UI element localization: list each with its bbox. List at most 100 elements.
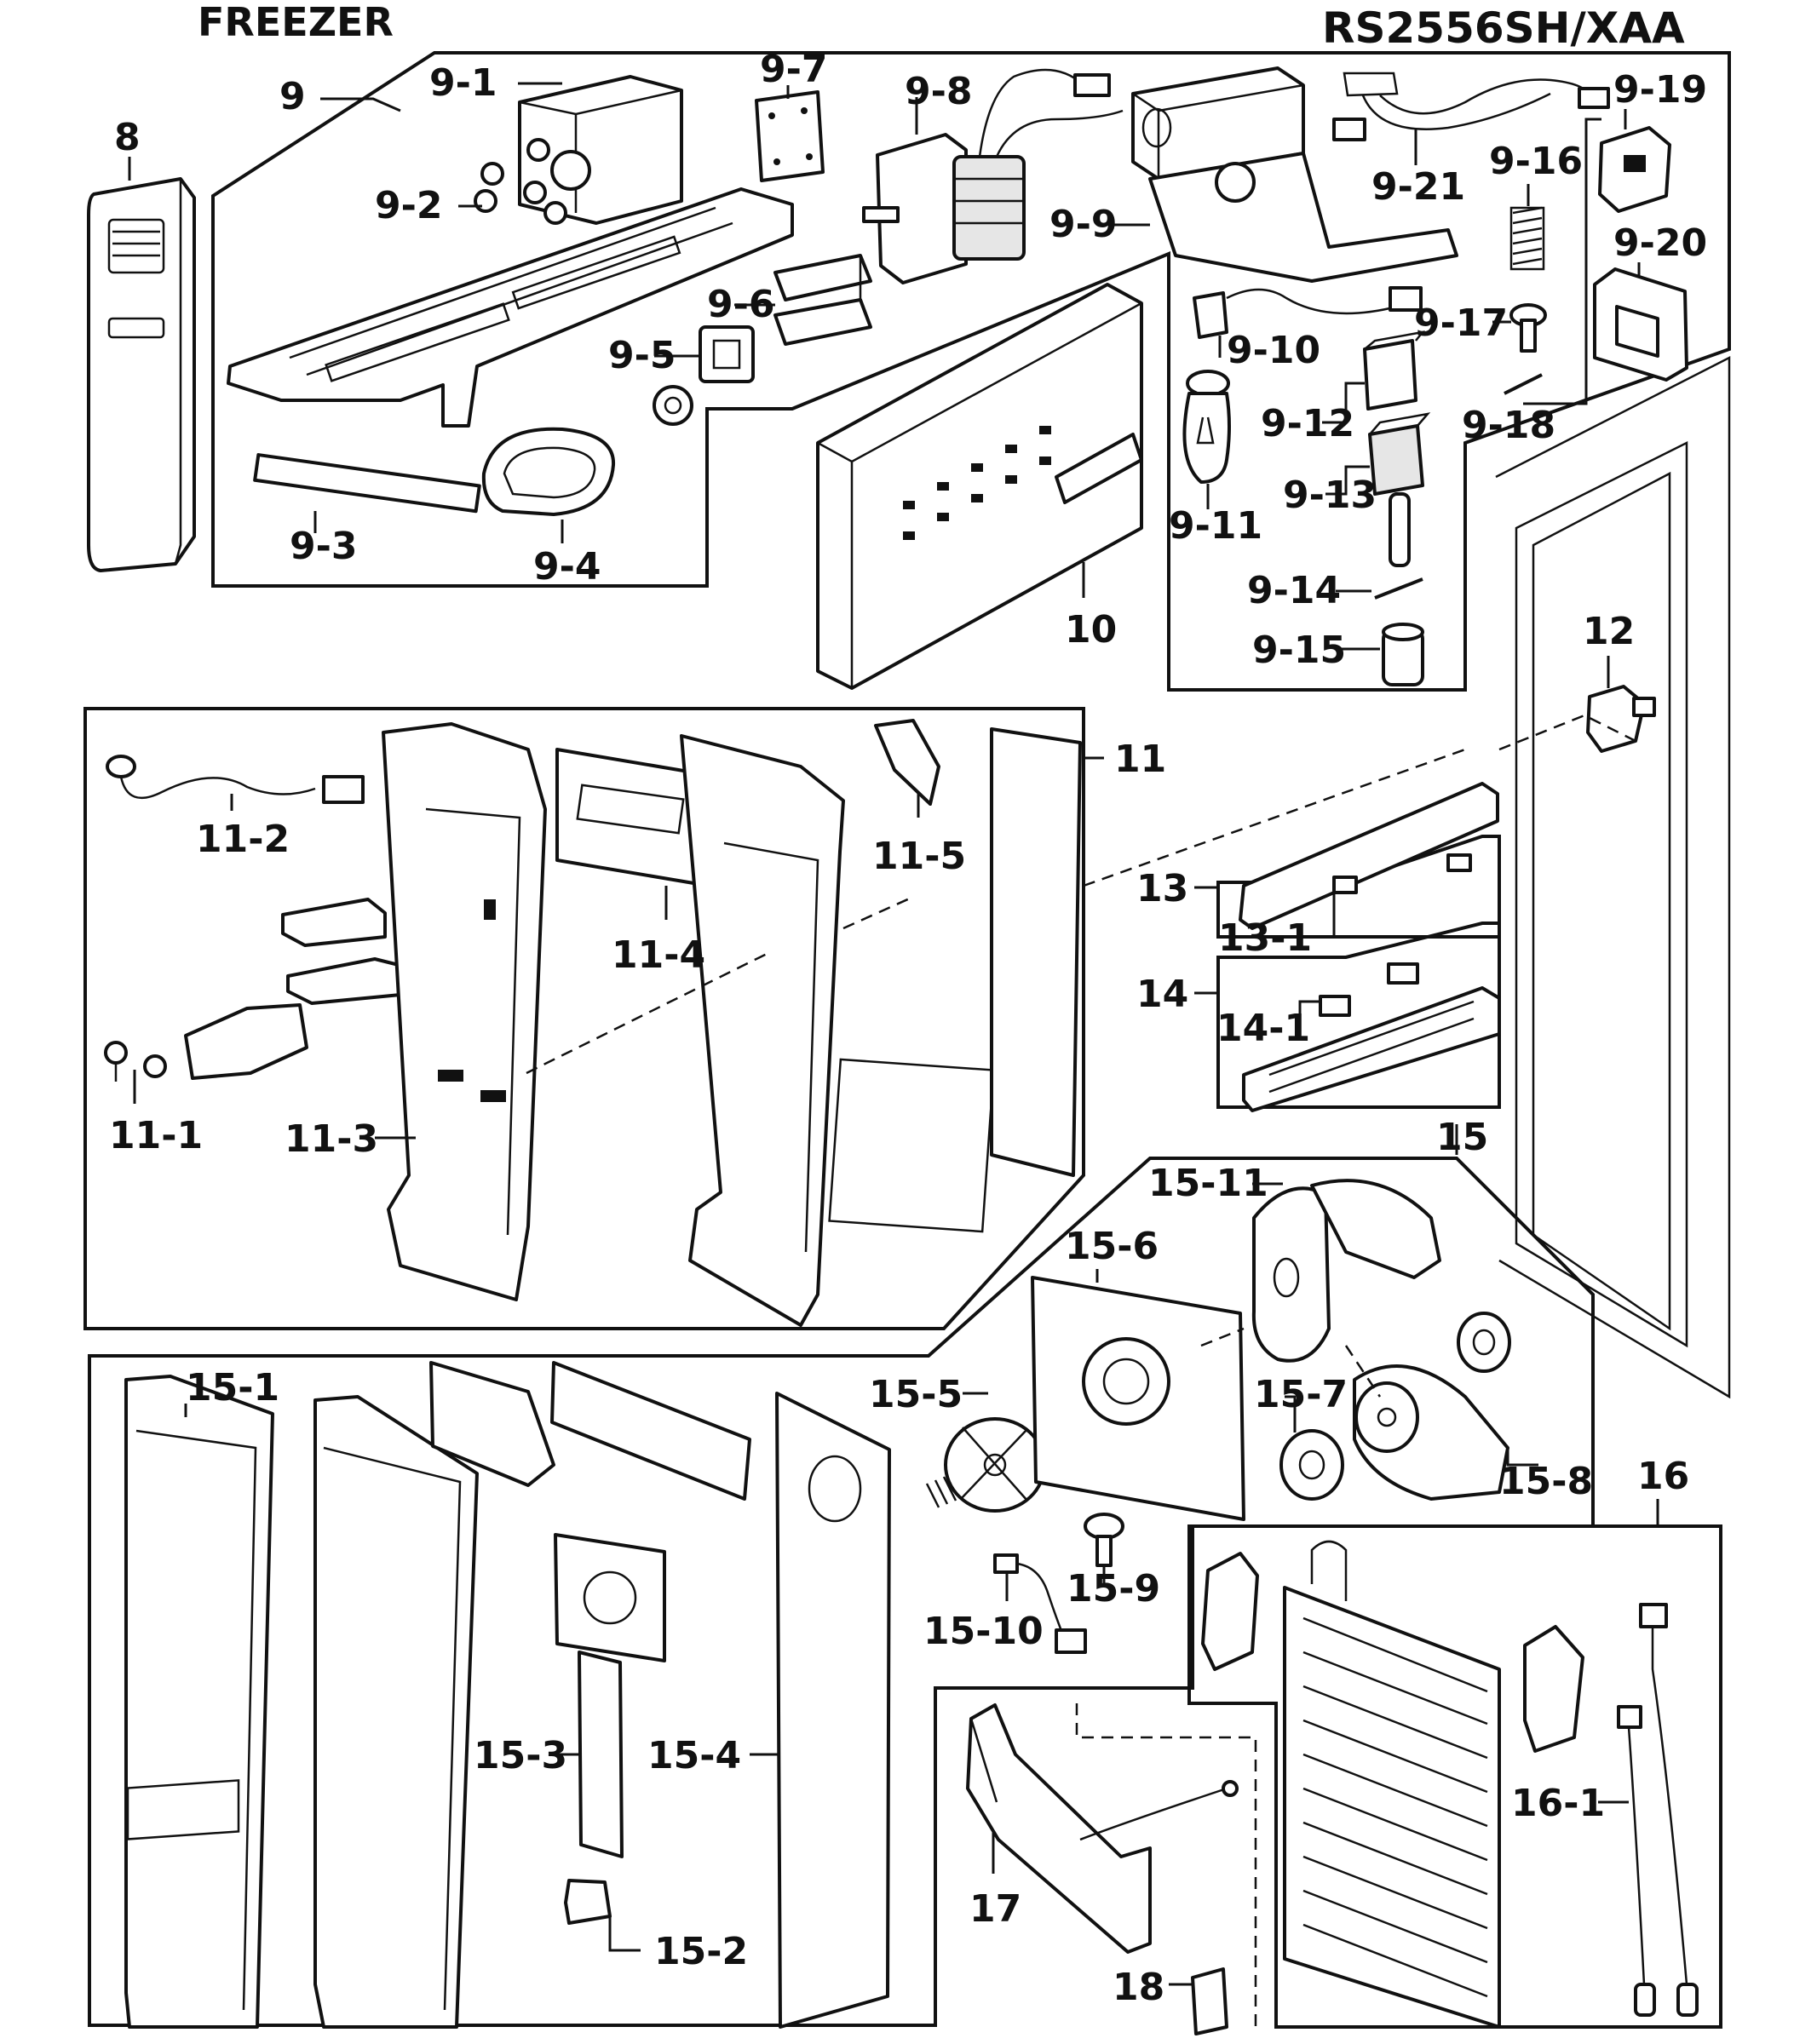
- label-13: 13: [1136, 867, 1188, 910]
- part-15-spring: [925, 1476, 957, 1508]
- part-9-7-plate: [755, 90, 825, 182]
- part-15-2-clip: [564, 1879, 612, 1925]
- part-9-18-pin: [1504, 373, 1543, 395]
- leader-15-7: [1285, 1395, 1297, 1433]
- label-16: 16: [1637, 1455, 1689, 1498]
- part-9-9-dispenser-housing: [1131, 66, 1458, 283]
- part-9-14-pin: [1374, 577, 1423, 600]
- part-9-17-plunger: [1509, 303, 1547, 353]
- leader-15-8: [1506, 1448, 1538, 1467]
- part-15-11-shroud: [1251, 1179, 1441, 1363]
- label-15-10: 15-10: [923, 1610, 1044, 1653]
- part-11-clip-c: [184, 1003, 308, 1080]
- part-16-thermostat: [1639, 1603, 1699, 2017]
- part-15-6-bracket: [1031, 1276, 1245, 1521]
- part-9-11-bulb: [1182, 370, 1231, 484]
- part-17-drain-pan: [966, 1703, 1239, 1954]
- leader-9: [320, 97, 401, 112]
- label-9-4: 9-4: [533, 545, 601, 589]
- model-number: RS2556SH/XAA: [1322, 3, 1685, 53]
- part-9-15-bushing: [1382, 623, 1424, 686]
- label-12: 12: [1583, 610, 1635, 653]
- label-15-11: 15-11: [1148, 1162, 1268, 1205]
- part-11-1-screws: [104, 1041, 167, 1082]
- label-15-9: 15-9: [1067, 1567, 1160, 1611]
- label-9-14: 9-14: [1247, 569, 1341, 612]
- leader-15-2: [608, 1916, 641, 1952]
- part-9-16-spring: [1509, 206, 1545, 271]
- label-9-11: 9-11: [1169, 504, 1262, 548]
- label-18: 18: [1113, 1966, 1164, 2009]
- part-13-door-switch-housing: [1216, 782, 1501, 939]
- label-9-8: 9-8: [905, 70, 973, 113]
- label-11-2: 11-2: [196, 818, 290, 861]
- part-11-clip-a: [281, 898, 387, 947]
- label-13-1: 13-1: [1218, 916, 1312, 960]
- label-14: 14: [1136, 973, 1188, 1016]
- group-16-frame: [1187, 1524, 1722, 2029]
- label-9-21: 9-21: [1371, 165, 1465, 209]
- label-15-4: 15-4: [647, 1734, 741, 1777]
- label-9-20: 9-20: [1613, 221, 1707, 265]
- part-15-4-plate: [775, 1392, 891, 2029]
- part-9-19-switch: [1598, 126, 1671, 213]
- label-9-16: 9-16: [1489, 140, 1583, 183]
- label-9-7: 9-7: [760, 48, 828, 91]
- group-15-frame: [88, 1157, 1595, 2027]
- part-8-front-cover: [87, 177, 196, 572]
- label-17: 17: [969, 1887, 1021, 1931]
- group-9-frame: [211, 51, 1731, 692]
- part-11-gasket: [990, 727, 1082, 1177]
- part-9-3-rail: [253, 453, 481, 514]
- label-9-12: 9-12: [1261, 402, 1354, 445]
- label-11-4: 11-4: [612, 933, 705, 977]
- part-11-3-duct: [382, 722, 547, 1301]
- part-16-evaporator: [1283, 1540, 1501, 2029]
- part-12-dash: [1498, 714, 1636, 751]
- label-15-6: 15-6: [1065, 1225, 1159, 1268]
- part-9-2-screws: [474, 138, 567, 225]
- label-11-1: 11-1: [109, 1114, 203, 1157]
- label-15-7: 15-7: [1254, 1373, 1348, 1416]
- label-9-2: 9-2: [375, 184, 443, 227]
- part-15-clip-a: [429, 1361, 555, 1487]
- label-14-1: 14-1: [1216, 1007, 1310, 1050]
- part-15-bracket: [550, 1361, 751, 1501]
- part-15-plate: [554, 1533, 666, 1662]
- label-15-3: 15-3: [474, 1734, 567, 1777]
- label-9-3: 9-3: [290, 525, 358, 568]
- leader-9-13: [1325, 465, 1370, 496]
- leader-14-1: [1298, 1000, 1320, 1027]
- label-9-6: 9-6: [707, 283, 775, 326]
- label-9-13: 9-13: [1283, 474, 1377, 517]
- part-17-dash: [1075, 1703, 1257, 2027]
- part-15-3-seal: [578, 1651, 624, 1858]
- group-11-frame: [83, 707, 1085, 1330]
- label-9-18: 9-18: [1462, 404, 1555, 447]
- part-9-12-solenoid: [1363, 330, 1426, 411]
- label-9-15: 9-15: [1252, 629, 1346, 672]
- label-9-9: 9-9: [1049, 203, 1118, 246]
- part-14-light-housing: [1216, 922, 1501, 1112]
- part-16-1-sensor: [1617, 1705, 1656, 2017]
- part-15-inner-cover: [313, 1395, 479, 2029]
- label-9-19: 9-19: [1613, 68, 1707, 112]
- group-11-dash-b: [842, 896, 912, 930]
- group-11-dash-c: [1083, 748, 1466, 887]
- section-title: FREEZER: [198, 0, 394, 45]
- group-15-dash: [1200, 1327, 1382, 1398]
- label-10: 10: [1065, 608, 1117, 652]
- part-9-6-bracket: [773, 254, 872, 346]
- label-9-5: 9-5: [608, 334, 676, 377]
- part-15-8-motor: [1353, 1312, 1511, 1501]
- label-15: 15: [1436, 1116, 1488, 1159]
- leader-9-12: [1322, 382, 1365, 424]
- part-16-bracket-left: [1201, 1552, 1259, 1671]
- part-9-13-rod: [1389, 492, 1411, 567]
- label-11-5: 11-5: [872, 835, 966, 878]
- label-15-2: 15-2: [654, 1930, 748, 1973]
- part-12-switch: [1586, 685, 1656, 753]
- part-11-2-sensor: [106, 755, 365, 804]
- part-15-1-outer-cover: [124, 1375, 274, 2029]
